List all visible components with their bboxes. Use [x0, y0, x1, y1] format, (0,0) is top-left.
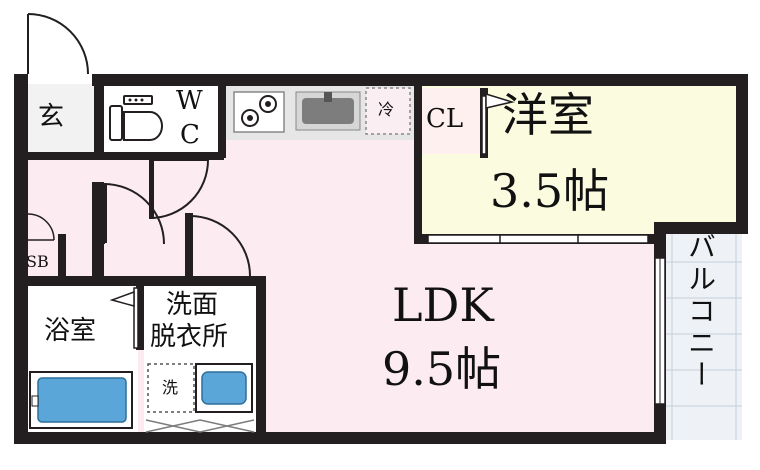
- closet-floor: [422, 88, 484, 154]
- washer-label: 洗: [162, 378, 179, 397]
- washroom-door: [185, 213, 251, 277]
- balcony-sliding-window: [654, 257, 666, 405]
- balcony-grid: [666, 226, 742, 440]
- bath-door: [109, 287, 139, 349]
- sink-icon: [295, 91, 361, 131]
- wc-label-w: W: [176, 86, 203, 116]
- refrigerator-label: 冷: [378, 100, 395, 119]
- washroom-label-2: 脱衣所: [150, 322, 229, 352]
- stove-icon: [233, 91, 285, 133]
- toilet-icon: [109, 95, 163, 141]
- ldk-size: 9.5帖: [382, 342, 502, 396]
- shoe-box-door: [27, 213, 55, 241]
- genkan-label: 玄: [38, 102, 65, 132]
- bathtub-icon: [29, 371, 133, 429]
- genkan-floor: [24, 84, 96, 154]
- washer-space: [147, 363, 195, 413]
- wc-door: [149, 159, 209, 219]
- wc-label-c: C: [180, 120, 200, 150]
- washroom-label-1: 洗面: [166, 290, 219, 320]
- western-room-sliding-door: [427, 234, 649, 244]
- bathroom-label: 浴室: [44, 316, 97, 346]
- floor-vent: [145, 419, 255, 433]
- refrigerator-space: [365, 87, 411, 135]
- shoe-box-label: SB: [26, 252, 49, 271]
- toilet-panel-dots: [128, 98, 144, 102]
- closet-label: CL: [426, 104, 464, 134]
- western-room-label: 洋室: [502, 88, 594, 142]
- hall-door: [99, 183, 165, 245]
- vanity-icon: [195, 363, 253, 413]
- ldk-label: LDK: [392, 278, 494, 332]
- western-room-size: 3.5帖: [490, 164, 610, 218]
- balcony-label: バルコニー: [684, 232, 717, 392]
- closet-curtain: [481, 92, 515, 155]
- entrance-door: [27, 13, 89, 75]
